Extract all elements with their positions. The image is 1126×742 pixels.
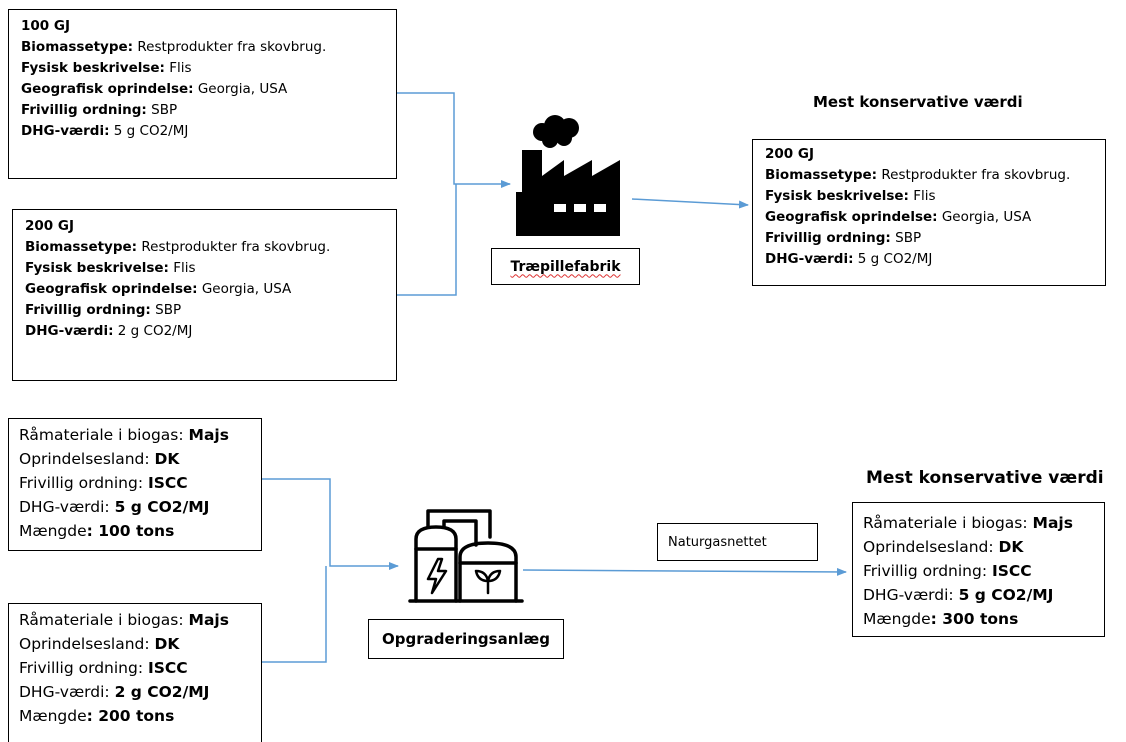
quantity-line: Mængde: 300 tons bbox=[863, 610, 1019, 628]
ghg-value-line: DHG-værdi: 5 g CO2/MJ bbox=[863, 586, 1054, 604]
connector-top-output bbox=[631, 198, 749, 209]
feedstock-line: Råmateriale i biogas: Majs bbox=[19, 611, 229, 629]
bottom-output-box: Råmateriale i biogas: Majs Oprindelsesla… bbox=[852, 502, 1105, 637]
top-input-box-100gj: 100 GJ Biomassetype: Restprodukter fra s… bbox=[8, 9, 397, 179]
physical-description-line: Fysisk beskrivelse: Flis bbox=[25, 260, 196, 276]
biomass-type-line: Biomassetype: Restprodukter fra skovbrug… bbox=[25, 239, 331, 255]
country-of-origin-line: Oprindelsesland: DK bbox=[863, 538, 1024, 556]
ghg-value-line: DHG-værdi: 5 g CO2/MJ bbox=[21, 123, 189, 139]
feedstock-line: Råmateriale i biogas: Majs bbox=[863, 514, 1073, 532]
top-input-box-200gj: 200 GJ Biomassetype: Restprodukter fra s… bbox=[12, 209, 397, 381]
process-label-text: Træpillefabrik bbox=[510, 258, 621, 275]
connector-top-input-a bbox=[397, 92, 511, 188]
connector-bottom-output bbox=[522, 567, 847, 576]
country-of-origin-line: Oprindelsesland: DK bbox=[19, 635, 180, 653]
voluntary-scheme-line: Frivillig ordning: ISCC bbox=[863, 562, 1032, 580]
bottom-input-box-100-tons: Råmateriale i biogas: Majs Oprindelsesla… bbox=[8, 418, 262, 551]
physical-description-line: Fysisk beskrivelse: Flis bbox=[765, 188, 936, 204]
process-label-text: Opgraderingsanlæg bbox=[382, 630, 550, 648]
ghg-value-line: DHG-værdi: 5 g CO2/MJ bbox=[765, 251, 933, 267]
geographic-origin-line: Geografisk oprindelse: Georgia, USA bbox=[765, 209, 1032, 225]
bottom-input-box-200-tons: Råmateriale i biogas: Majs Oprindelsesla… bbox=[8, 603, 262, 742]
top-output-heading: Mest konservative værdi bbox=[813, 93, 1023, 111]
factory-icon bbox=[516, 115, 620, 236]
amount-label: 200 GJ bbox=[25, 218, 74, 234]
top-output-box: 200 GJ Biomassetype: Restprodukter fra s… bbox=[752, 139, 1106, 286]
ghg-value-line: DHG-værdi: 2 g CO2/MJ bbox=[19, 683, 210, 701]
connector-bottom-input-a bbox=[262, 478, 399, 570]
quantity-line: Mængde: 100 tons bbox=[19, 522, 175, 540]
geographic-origin-line: Geografisk oprindelse: Georgia, USA bbox=[21, 81, 288, 97]
feedstock-line: Råmateriale i biogas: Majs bbox=[19, 426, 229, 444]
biomass-type-line: Biomassetype: Restprodukter fra skovbrug… bbox=[765, 167, 1071, 183]
quantity-line: Mængde: 200 tons bbox=[19, 707, 175, 725]
connector-bottom-input-b bbox=[262, 566, 327, 663]
country-of-origin-line: Oprindelsesland: DK bbox=[19, 450, 180, 468]
biomass-type-line: Biomassetype: Restprodukter fra skovbrug… bbox=[21, 39, 327, 55]
voluntary-scheme-line: Frivillig ordning: SBP bbox=[21, 102, 178, 118]
gas-grid-label: Naturgasnettet bbox=[657, 523, 818, 561]
process-label-upgrading-plant: Opgraderingsanlæg bbox=[368, 619, 564, 659]
biogas-plant-icon bbox=[408, 509, 524, 603]
geographic-origin-line: Geografisk oprindelse: Georgia, USA bbox=[25, 281, 292, 297]
physical-description-line: Fysisk beskrivelse: Flis bbox=[21, 60, 192, 76]
voluntary-scheme-line: Frivillig ordning: ISCC bbox=[19, 659, 188, 677]
connector-top-input-b bbox=[397, 184, 457, 296]
process-label-wood-pellet-factory: Træpillefabrik bbox=[491, 248, 640, 285]
voluntary-scheme-line: Frivillig ordning: SBP bbox=[765, 230, 922, 246]
gas-grid-label-text: Naturgasnettet bbox=[668, 534, 767, 550]
bottom-output-heading: Mest konservative værdi bbox=[866, 468, 1104, 488]
amount-label: 200 GJ bbox=[765, 146, 814, 162]
voluntary-scheme-line: Frivillig ordning: ISCC bbox=[19, 474, 188, 492]
amount-label: 100 GJ bbox=[21, 18, 70, 34]
voluntary-scheme-line: Frivillig ordning: SBP bbox=[25, 302, 182, 318]
ghg-value-line: DHG-værdi: 5 g CO2/MJ bbox=[19, 498, 210, 516]
ghg-value-line: DHG-værdi: 2 g CO2/MJ bbox=[25, 323, 193, 339]
